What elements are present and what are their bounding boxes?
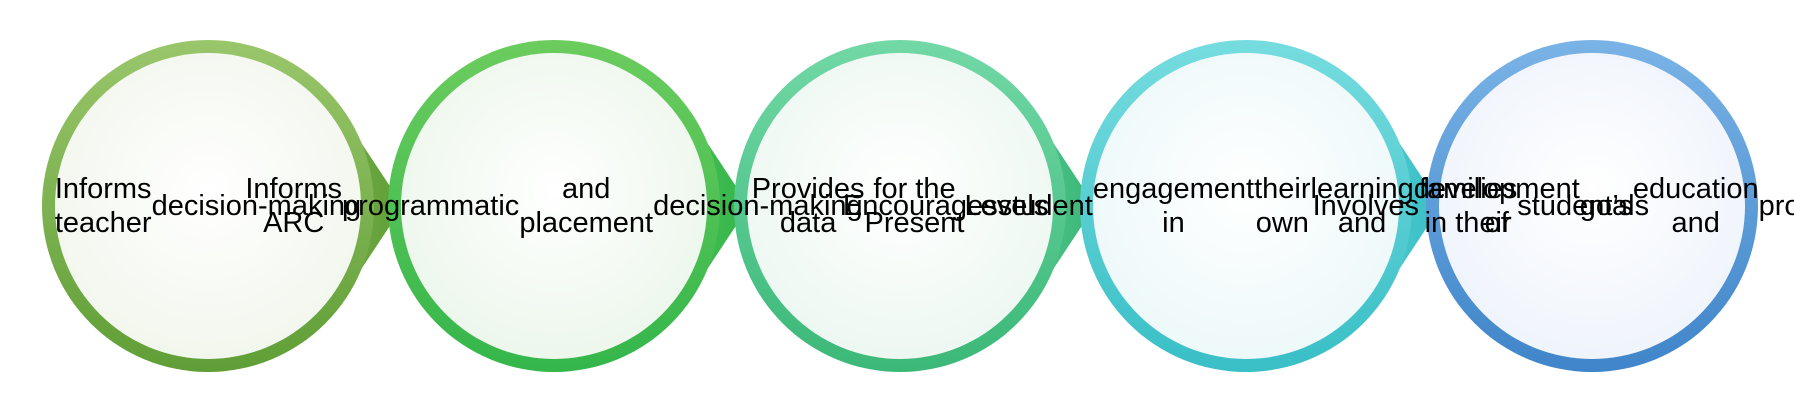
step-4-line: learning and [1310,172,1414,240]
step-2-line: and placement [519,172,654,240]
step-4-line: student [997,189,1093,222]
step-5-line: education and [1632,172,1759,240]
step-2-circle [401,53,707,359]
step-2-line: making [769,189,863,222]
step-5-line: progress [1758,189,1794,222]
step-4-line: engagement in [1092,172,1255,240]
step-4-line: their own [1254,172,1311,240]
step-5-line: Involves [1312,189,1419,222]
step-1-line: Informs teacher [54,172,152,240]
step-4-line: Encourages [842,189,998,222]
step-5-circle [1439,53,1745,359]
step-1-circle [55,53,361,359]
step-3-line: Levels [964,189,1049,222]
step-2-line: Informs ARC [245,172,343,240]
circle-layer [42,40,1758,372]
step-2-line: programmatic [342,189,520,222]
step-2-line: decision- [653,189,770,222]
step-5-line: families in their [1418,172,1518,240]
step-1-line: decision- [151,189,268,222]
step-4-line: development of [1413,172,1580,240]
step-4-circle [1093,53,1399,359]
step-3-circle [747,53,1053,359]
step-5-line: student’s [1517,189,1633,222]
step-4-line: goals [1579,189,1650,222]
step-1-line: making [267,189,362,222]
step-3-line: Provides data [751,172,865,240]
step-3-line: for the Present [864,172,965,240]
